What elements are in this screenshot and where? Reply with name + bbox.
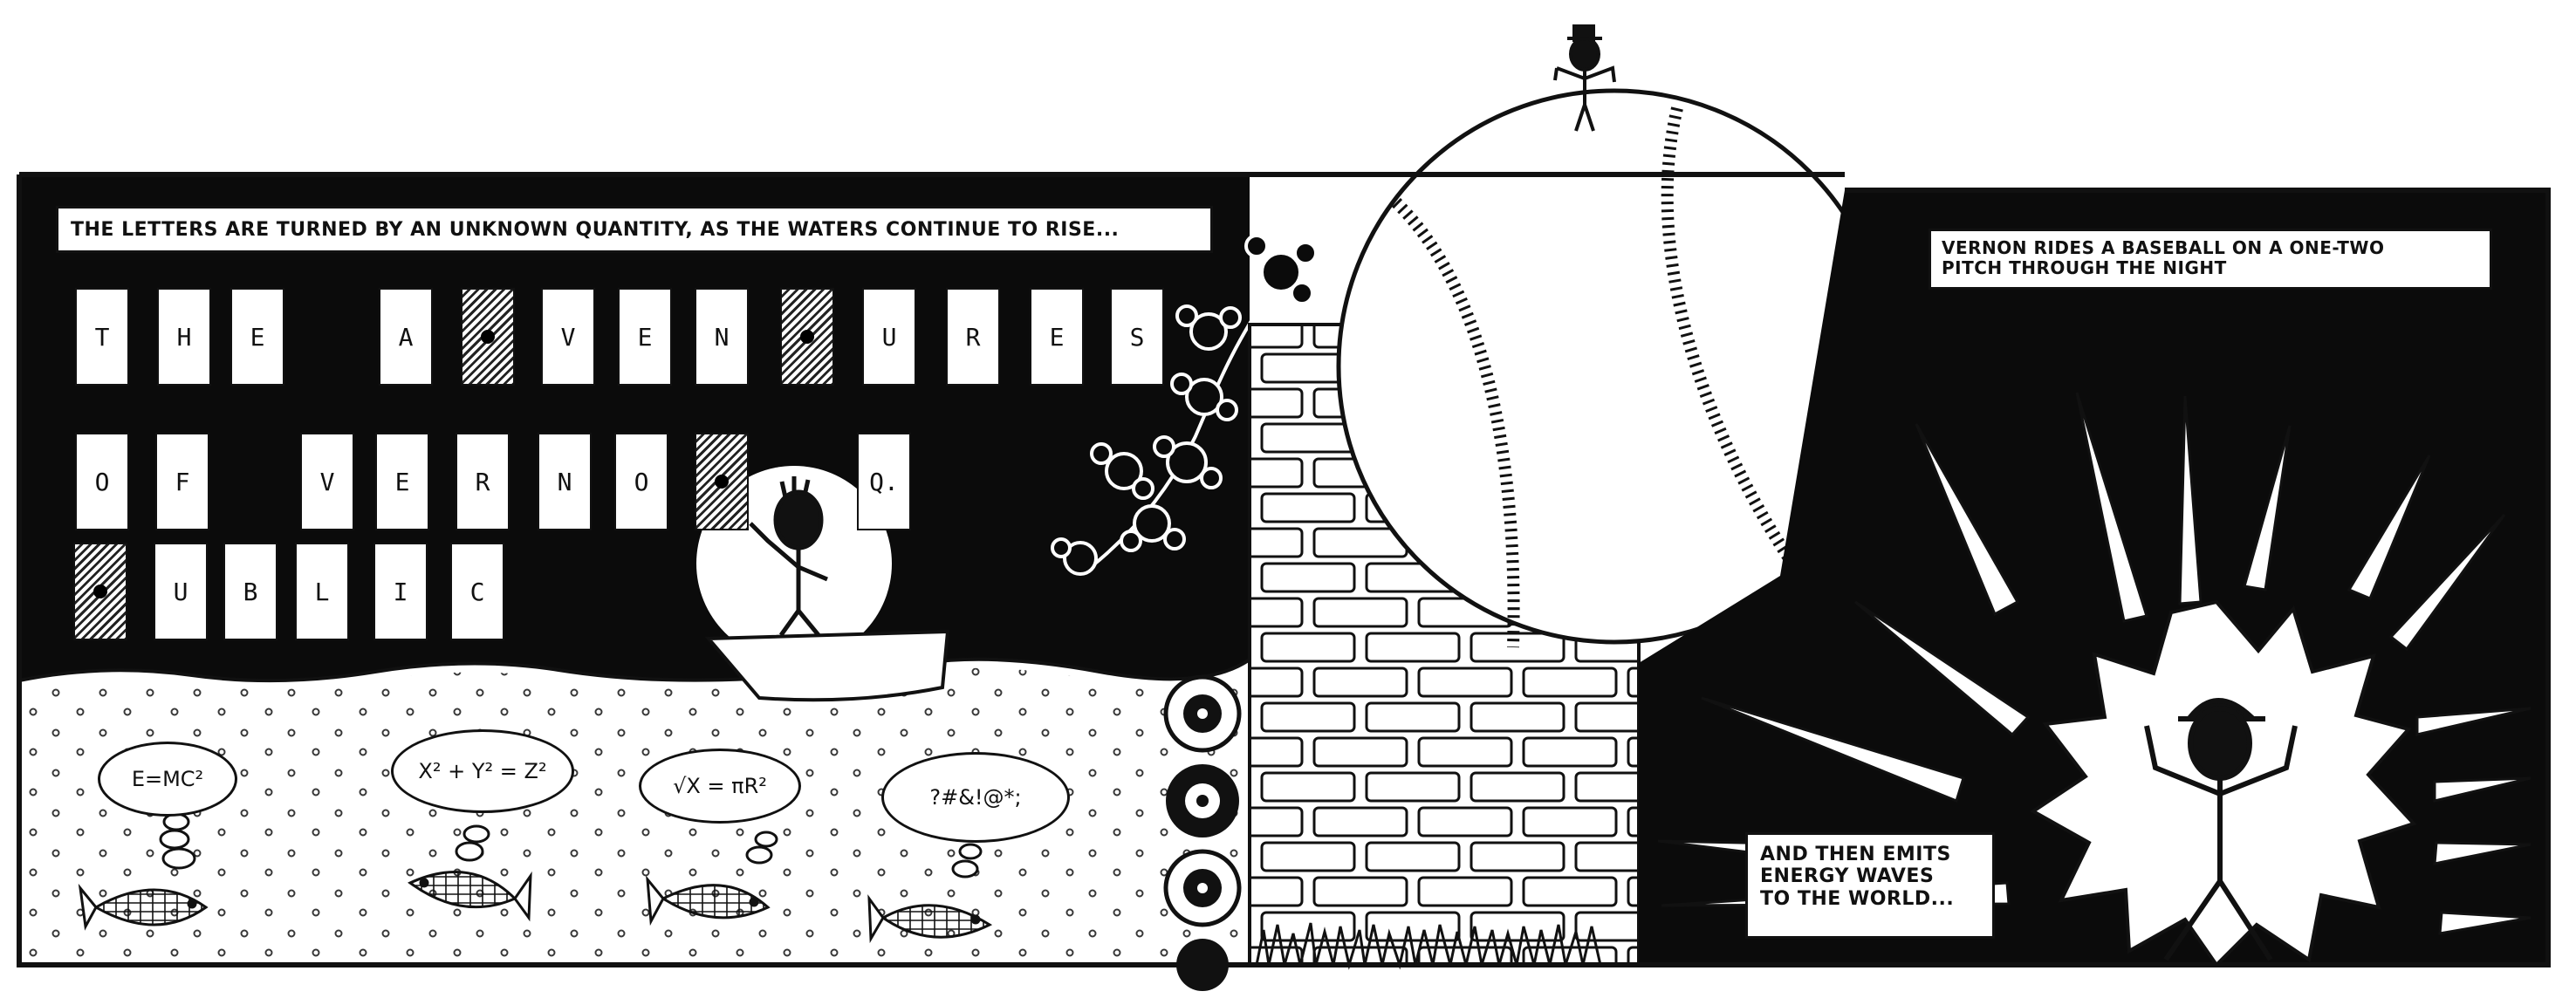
caption-panel-3-bottom-line-3: TO THE WORLD...	[1760, 887, 1955, 910]
letter-tile: V	[541, 288, 595, 386]
caption-panel-3-bottom-line-1: AND THEN EMITS	[1760, 844, 1951, 865]
panel-2	[1248, 24, 1893, 970]
letter-tile: E	[230, 288, 284, 386]
thought-bubble-pythagoras: X² + Y² = Z²	[391, 729, 574, 813]
thought-bubble-tails	[159, 812, 983, 879]
thought-bubble-square-root: √X = πR²	[639, 749, 801, 824]
boat	[704, 629, 950, 702]
letter-tile: F	[155, 433, 209, 530]
letter-tile: C	[450, 543, 504, 640]
letter-tile: S	[1110, 288, 1164, 386]
caption-panel-3-bottom-line-2: ENERGY WAVES	[1760, 865, 1935, 888]
turned-letter-tile	[780, 288, 834, 386]
letter-tile: A	[379, 288, 433, 386]
letter-tile: U	[862, 288, 916, 386]
starburst	[2030, 599, 2417, 968]
record-discs	[1163, 674, 1242, 991]
panel-3	[1639, 190, 2548, 968]
caption-panel-3-top: VERNON RIDES A BASEBALL ON A ONE-TWO PIT…	[1929, 229, 2492, 290]
caption-panel-3-top-line-1: VERNON RIDES A BASEBALL ON A ONE-TWO	[1942, 237, 2385, 258]
energy-rays	[1657, 392, 2531, 935]
vernon-in-boat	[749, 476, 828, 637]
flower-vine	[1051, 234, 1318, 576]
letter-tile: B	[223, 543, 277, 640]
caption-panel-3-top-line-2: PITCH THROUGH THE NIGHT	[1942, 257, 2227, 278]
letter-tile: I	[373, 543, 428, 640]
letter-tile: R	[456, 433, 510, 530]
letter-tile: U	[154, 543, 208, 640]
letter-tile: R	[946, 288, 1000, 386]
grass	[1255, 922, 1602, 970]
turned-letter-tile	[695, 433, 749, 530]
turned-letter-tile	[73, 543, 127, 640]
letter-tile: O	[75, 433, 129, 530]
vernon-emitting	[2144, 698, 2298, 961]
caption-panel-1: THE LETTERS ARE TURNED BY AN UNKNOWN QUA…	[56, 206, 1213, 253]
letter-tile: V	[300, 433, 354, 530]
vernon-on-baseball	[1553, 24, 1616, 132]
fish-4	[867, 894, 993, 944]
letter-tile: E	[618, 288, 672, 386]
letter-tile: H	[157, 288, 211, 386]
letter-tile: N	[538, 433, 592, 530]
letter-tile: N	[695, 288, 749, 386]
letter-tile: T	[75, 288, 129, 386]
thought-bubble-symbols: ?#&!@*;	[881, 752, 1070, 843]
letter-tile: E	[375, 433, 429, 530]
letter-tile: O	[614, 433, 668, 530]
fish-2	[408, 871, 532, 922]
letter-tile: E	[1030, 288, 1084, 386]
letter-tile: Q.	[857, 433, 911, 530]
caption-panel-3-bottom: AND THEN EMITS ENERGY WAVES TO THE WORLD…	[1745, 832, 1995, 939]
turned-letter-tile	[461, 288, 515, 386]
thought-bubble-emc2: E=MC²	[98, 742, 237, 817]
strip-border	[17, 172, 2551, 967]
baseball-seam-left	[1392, 198, 1520, 648]
fish-3	[646, 875, 771, 926]
letter-tile: L	[295, 543, 349, 640]
fish-1	[78, 883, 209, 931]
